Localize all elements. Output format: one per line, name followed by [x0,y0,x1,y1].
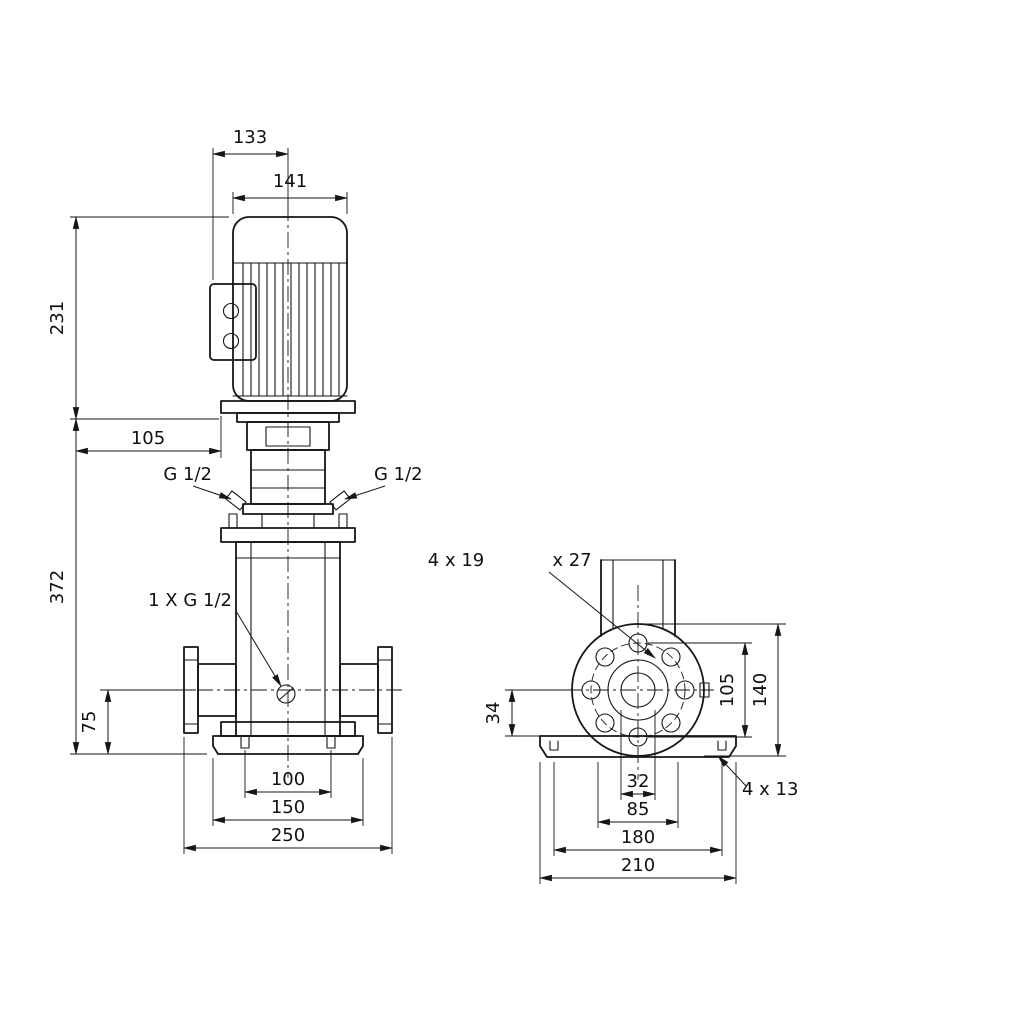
side-base [539,735,737,758]
bolt-hole-2 [661,647,681,667]
left-flange-ticks [183,659,199,725]
base-holes-label: 4 x 13 [742,779,798,800]
bolt-hole-5 [581,680,601,700]
motor-fins [242,262,340,397]
drain-label: 1 X G 1/2 [148,590,232,611]
right-flange-hub [339,663,379,717]
side-sleeve-inner [600,559,676,630]
dim-150-label: 150 [271,797,305,818]
bolt-circle [590,642,686,738]
terminal-box [209,283,257,361]
cable-entry-bottom [222,332,240,350]
cable-entry-top [222,302,240,320]
base-plate [212,735,364,755]
flange-holes-label-a: 4 x 19 [428,550,484,571]
drain-plug [276,684,296,704]
dim-150: 150 [211,758,365,826]
callout-g12-right: G 1/2 [343,464,423,500]
bolt-hole-6 [595,713,615,733]
dim-372-label: 372 [47,570,68,604]
coupling [265,426,311,447]
dim-180-label: 180 [621,827,655,848]
flange-holes-label-b: x 27 [552,550,591,571]
bore-circle [620,672,656,708]
pump-base [212,735,364,755]
bolt-hole-3 [628,633,648,653]
dim-100: 100 [243,750,333,798]
dim-250: 250 [182,737,394,854]
dim-100-label: 100 [271,769,305,790]
dim-85-label: 85 [627,799,650,820]
side-flange [571,623,710,757]
side-sleeve-outer [600,559,676,637]
side-sleeve [600,559,676,637]
right-flange-ticks [377,659,393,725]
callout-g12-left: G 1/2 [163,464,233,500]
raised-face-circle [607,659,669,721]
bolt-hole-7 [628,727,648,747]
dim-210: 210 [538,762,738,884]
dim-85: 85 [596,762,680,828]
callout-base-holes: 4 x 13 [717,755,798,800]
dim-32-label: 32 [627,771,650,792]
dim-141: 141 [231,171,349,214]
dim-105-side: 105 [648,641,752,739]
dim-141-label: 141 [273,171,307,192]
port-flanges [183,646,393,734]
motor [209,216,348,402]
dim-32: 32 [619,710,657,800]
motor-body [232,216,348,402]
dim-34: 34 [483,688,568,738]
dim-75: 75 [79,688,196,756]
sleeve-lines [235,541,341,737]
base-bolt-slots [240,735,336,749]
dim-231-label: 231 [47,301,68,335]
callout-drain: 1 X G 1/2 [148,590,282,687]
dim-133-label: 133 [233,127,267,148]
motor-shell-lines [232,262,348,397]
bolt-hole-8 [661,713,681,733]
dim-250-label: 250 [271,825,305,846]
dim-105-side-label: 105 [717,673,738,707]
dim-180: 180 [552,762,724,856]
g12-right-label: G 1/2 [374,464,423,485]
side-base-plate [539,735,737,758]
front-view: 133 141 231 372 105 75 [47,127,423,854]
bolt-hole-1 [675,680,695,700]
dim-105-front: 105 [74,416,223,458]
side-base-bolt-slots [549,740,727,751]
dim-140-label: 140 [750,673,771,707]
bolt-hole-4 [595,647,615,667]
dim-133: 133 [211,127,290,280]
dim-75-label: 75 [79,711,100,734]
dim-140: 140 [645,622,786,758]
dim-210-label: 210 [621,855,655,876]
head-lines [250,469,326,489]
drain-plug-slot [278,687,294,701]
dim-34-label: 34 [483,702,504,725]
dim-105-front-label: 105 [131,428,165,449]
callout-flange-holes: 4 x 19 x 27 [428,550,656,659]
side-view: 4 x 19 x 27 34 105 140 32 85 [428,550,798,884]
side-plug-tab [699,682,710,698]
flange-outer-circle [571,623,705,757]
g12-left-label: G 1/2 [163,464,212,485]
left-flange-hub [197,663,237,717]
dim-231: 231 [47,215,229,421]
